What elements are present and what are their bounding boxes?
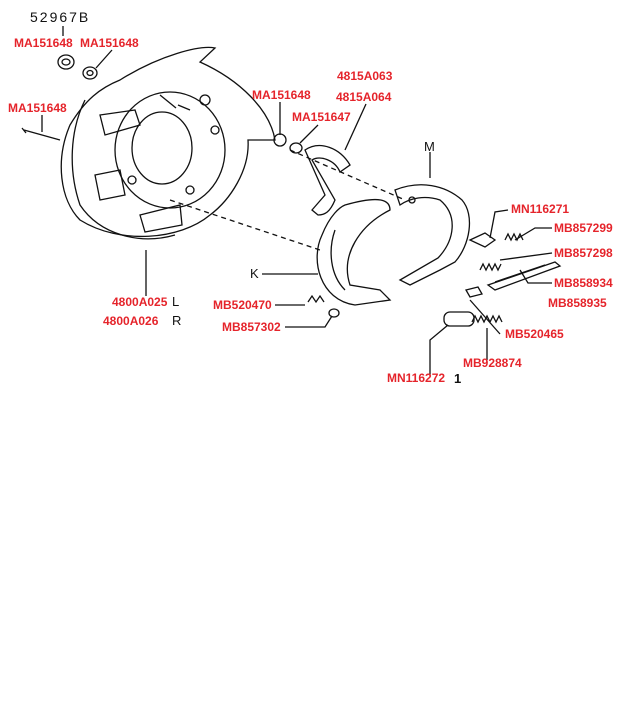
part-label-mb858935[interactable]: MB858935 bbox=[548, 296, 607, 310]
part-label-4815a063[interactable]: 4815A063 bbox=[337, 69, 393, 83]
part-label-mb858934[interactable]: MB858934 bbox=[554, 276, 613, 290]
group-code: 52967B bbox=[30, 9, 91, 25]
part-label-ma151648[interactable]: MA151648 bbox=[8, 101, 67, 115]
part-label-mb857302[interactable]: MB857302 bbox=[222, 320, 281, 334]
marker-1: 1 bbox=[454, 371, 462, 386]
part-label-4800a025[interactable]: 4800A025 bbox=[112, 295, 168, 309]
brake-shoe-m bbox=[394, 184, 471, 286]
brake-shoe-k bbox=[316, 198, 392, 306]
marker-r: R bbox=[172, 313, 182, 328]
part-label-ma151648[interactable]: MA151648 bbox=[80, 36, 139, 50]
part-label-mb928874[interactable]: MB928874 bbox=[463, 356, 522, 370]
part-label-4815a064[interactable]: 4815A064 bbox=[336, 90, 392, 104]
part-label-mn116272[interactable]: MN116272 bbox=[387, 371, 446, 385]
backing-plate bbox=[60, 46, 276, 240]
marker-k: K bbox=[250, 266, 259, 281]
small-parts bbox=[307, 232, 562, 327]
parking-lever bbox=[304, 145, 351, 216]
marker-m: M bbox=[424, 139, 435, 154]
part-label-ma151648[interactable]: MA151648 bbox=[14, 36, 73, 50]
part-label-4800a026[interactable]: 4800A026 bbox=[103, 314, 159, 328]
part-label-ma151647[interactable]: MA151647 bbox=[292, 110, 351, 124]
leader-lines bbox=[41, 26, 553, 375]
part-label-mb520465[interactable]: MB520465 bbox=[505, 327, 564, 341]
part-label-mb520470[interactable]: MB520470 bbox=[213, 298, 272, 312]
part-label-mb857299[interactable]: MB857299 bbox=[554, 221, 613, 235]
part-label-mn116271[interactable]: MN116271 bbox=[511, 202, 570, 216]
part-label-mb857298[interactable]: MB857298 bbox=[554, 246, 613, 260]
part-label-ma151648[interactable]: MA151648 bbox=[252, 88, 311, 102]
marker-l: L bbox=[172, 294, 180, 309]
